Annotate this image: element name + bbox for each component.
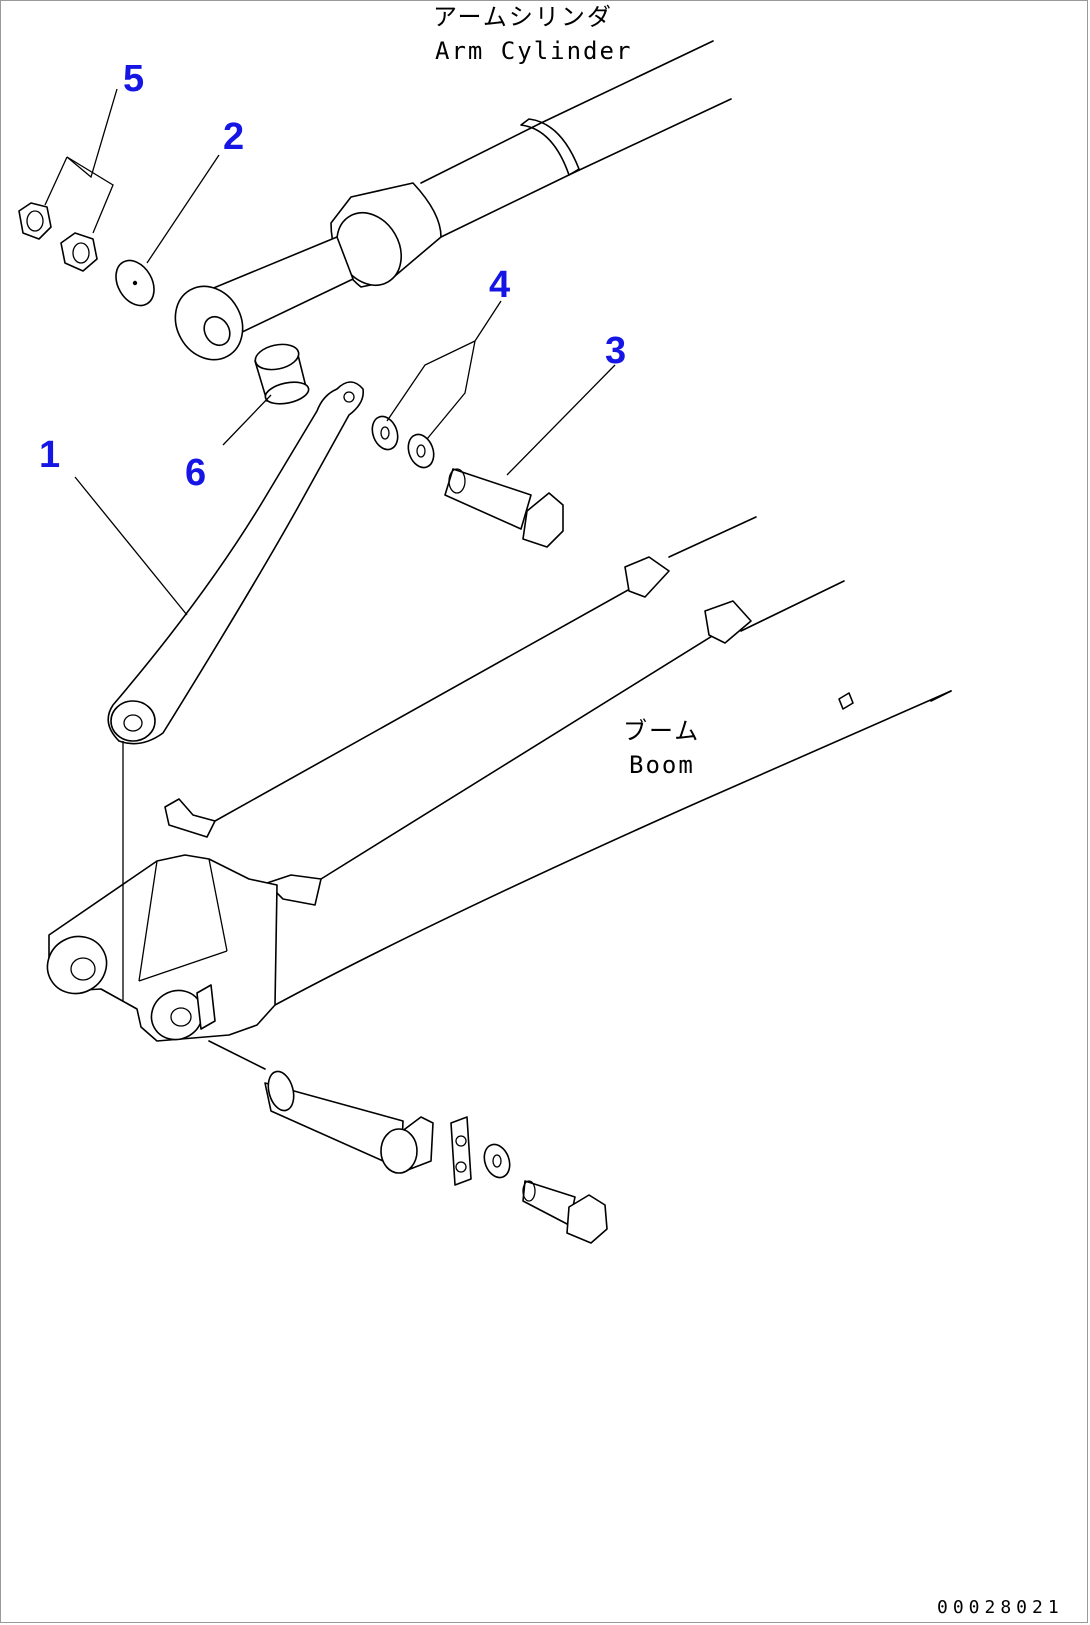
arm-cylinder-label-jp: アームシリンダ <box>433 3 613 31</box>
callout-1: 1 <box>39 434 60 476</box>
boom-label-jp: ブーム <box>623 717 700 745</box>
callout-4: 4 <box>489 264 510 306</box>
part-4-washers <box>371 415 435 469</box>
part-2-shim <box>115 259 155 307</box>
callouts: 5 2 4 3 1 6 <box>39 58 626 494</box>
labels: アームシリンダ Arm Cylinder ブーム Boom <box>433 3 700 779</box>
boom-foot-pin-set <box>208 1040 608 1244</box>
part-6-bushing <box>254 343 310 405</box>
arm-cylinder <box>174 40 732 361</box>
callout-5: 5 <box>123 58 144 100</box>
part-1-link <box>107 381 365 745</box>
part-5-nuts <box>18 202 98 272</box>
callout-6: 6 <box>185 452 206 494</box>
part-3-bolt <box>444 468 564 548</box>
callout-2: 2 <box>223 116 244 158</box>
callout-3: 3 <box>605 330 626 372</box>
boom-label-en: Boom <box>629 751 695 779</box>
boom <box>46 516 952 1042</box>
document-number: 00028021 <box>937 1597 1064 1618</box>
leader-lines <box>44 88 616 616</box>
arm-cylinder-label-en: Arm Cylinder <box>435 37 632 65</box>
